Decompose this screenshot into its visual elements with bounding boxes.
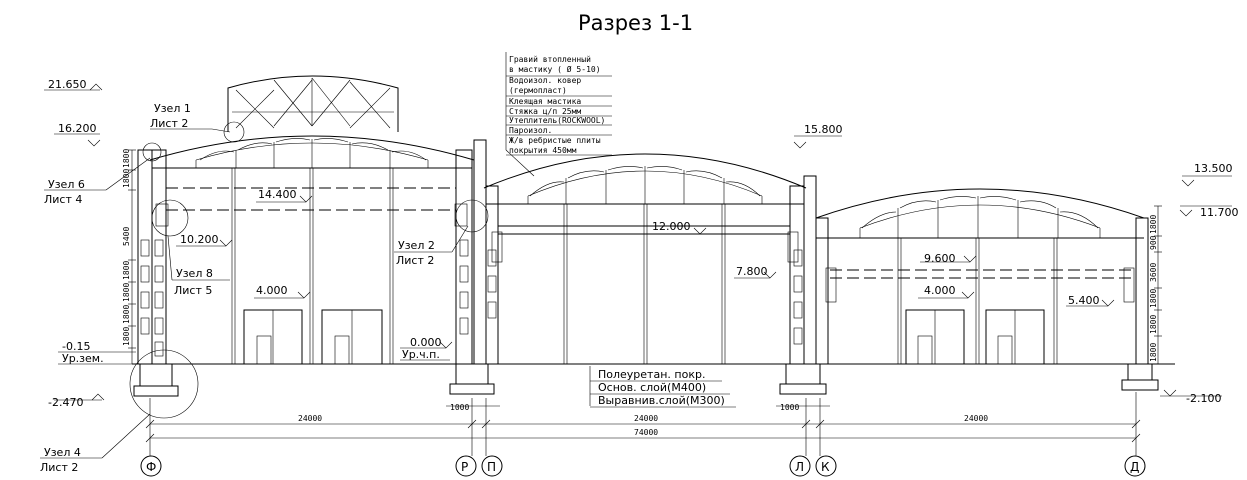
svg-text:12.000: 12.000 [652,220,691,233]
svg-text:Утеплитель(ROCKWOOL): Утеплитель(ROCKWOOL) [509,116,605,125]
svg-text:24000: 24000 [964,414,988,423]
svg-text:Узел 2: Узел 2 [398,239,435,252]
svg-text:(гермопласт): (гермопласт) [509,86,567,95]
right-levels: 13.500 11.700 -2.100 [1160,162,1239,405]
axis-label: К [821,460,830,474]
svg-text:Лист 4: Лист 4 [44,193,82,206]
svg-text:1800: 1800 [122,169,131,188]
axis-label: Р [461,460,468,474]
svg-text:1800: 1800 [122,327,131,346]
callout-uzel-2: Узел 2 Лист 2 [394,225,469,267]
svg-text:Узел 1: Узел 1 [154,102,191,115]
axis-label: Ф [146,460,156,474]
svg-text:Клеящая мастика: Клеящая мастика [509,97,581,106]
svg-text:7.800: 7.800 [736,265,768,278]
callout-uzel-6: Узел 6 Лист 4 [44,157,151,206]
node-circles [129,121,489,419]
svg-text:-2.470: -2.470 [48,396,83,409]
svg-text:24000: 24000 [634,414,658,423]
svg-text:Ур.ч.п.: Ур.ч.п. [402,348,440,361]
svg-text:15.800: 15.800 [804,123,843,136]
svg-text:Ур.зем.: Ур.зем. [62,352,104,365]
svg-text:1800: 1800 [122,305,131,324]
axis-markers: Ф Р П Л К Д [140,455,1146,477]
span-dimensions: 24000 24000 24000 74000 1000 1000 [145,392,1141,456]
bay-3 [815,188,1149,365]
svg-text:Полеуретан. покр.: Полеуретан. покр. [598,368,705,381]
svg-text:1000: 1000 [780,403,799,412]
svg-text:1800: 1800 [122,149,131,168]
svg-text:5400: 5400 [122,227,131,246]
callout-uzel-8: Узел 8 Лист 5 [167,235,230,297]
svg-text:1800: 1800 [1149,315,1158,334]
svg-text:Гравий втопленный: Гравий втопленный [509,55,591,64]
svg-text:Лист 2: Лист 2 [150,117,188,130]
svg-text:-0.15: -0.15 [62,340,90,353]
right-vertical-dims: 1800 900 3600 1800 1800 1800 [1149,205,1162,365]
svg-text:в мастику ( Ø 5-10): в мастику ( Ø 5-10) [509,64,601,74]
svg-text:Ж/в ребристые плиты: Ж/в ребристые плиты [509,135,601,145]
svg-text:5.400: 5.400 [1068,294,1100,307]
svg-text:9.600: 9.600 [924,252,956,265]
svg-text:13.500: 13.500 [1194,162,1233,175]
svg-text:900: 900 [1149,235,1158,250]
svg-text:11.700: 11.700 [1200,206,1239,219]
svg-text:1800: 1800 [122,283,131,302]
bay-2 [473,139,817,365]
svg-text:24000: 24000 [298,414,322,423]
svg-text:1000: 1000 [450,403,469,412]
svg-text:21.650: 21.650 [48,78,87,91]
roof-layer-legend: Гравий втопленный в мастику ( Ø 5-10) Во… [505,52,612,177]
callout-uzel-4: Узел 4 Лист 2 [40,413,151,474]
mid-level: 15.800 [793,123,843,149]
svg-text:Узел 6: Узел 6 [48,178,85,191]
left-levels: 21.650 16.200 -0.15 Ур.зем. -2.470 [44,78,136,409]
svg-text:Лист 5: Лист 5 [174,284,212,297]
axis-label: П [487,460,496,474]
svg-text:Узел 8: Узел 8 [176,267,213,280]
foundations [133,363,1159,397]
callout-uzel-1: Узел 1 Лист 2 [150,102,231,133]
svg-text:Лист 2: Лист 2 [396,254,434,267]
svg-text:Пароизол.: Пароизол. [509,126,552,135]
axis-label: Д [1130,460,1139,474]
bay-1 [137,75,475,365]
svg-text:1800: 1800 [122,261,131,280]
axis-label: Л [795,460,804,474]
svg-text:Лист 2: Лист 2 [40,461,78,474]
svg-text:Водоизол. ковер: Водоизол. ковер [509,76,581,85]
inner-levels: 14.400 10.200 4.000 0.000 Ур.ч.п. 12.000… [176,188,1115,361]
svg-text:74000: 74000 [634,428,658,437]
svg-text:-2.100: -2.100 [1186,392,1221,405]
svg-text:покрытия 450мм: покрытия 450мм [509,146,577,155]
svg-text:Узел 4: Узел 4 [44,446,81,459]
svg-text:4.000: 4.000 [924,284,956,297]
svg-text:Основ. слой(М400): Основ. слой(М400) [598,381,706,394]
svg-text:3600: 3600 [1149,263,1158,282]
svg-text:14.400: 14.400 [258,188,297,201]
svg-text:1800: 1800 [1149,289,1158,308]
svg-text:Стяжка ц/п 25мм: Стяжка ц/п 25мм [509,107,581,116]
floor-layer-legend: Полеуретан. покр. Основ. слой(М400) Выра… [589,366,736,408]
drawing-title: Разрез 1-1 [578,11,693,35]
svg-text:0.000: 0.000 [410,336,442,349]
svg-text:16.200: 16.200 [58,122,97,135]
svg-text:10.200: 10.200 [180,233,219,246]
svg-text:4.000: 4.000 [256,284,288,297]
svg-text:1800: 1800 [1149,343,1158,362]
svg-text:Выравнив.слой(М300): Выравнив.слой(М300) [598,394,725,407]
svg-text:1800: 1800 [1149,215,1158,234]
left-vertical-dims: 1800 1800 5400 1800 1800 1800 1800 [122,149,136,364]
